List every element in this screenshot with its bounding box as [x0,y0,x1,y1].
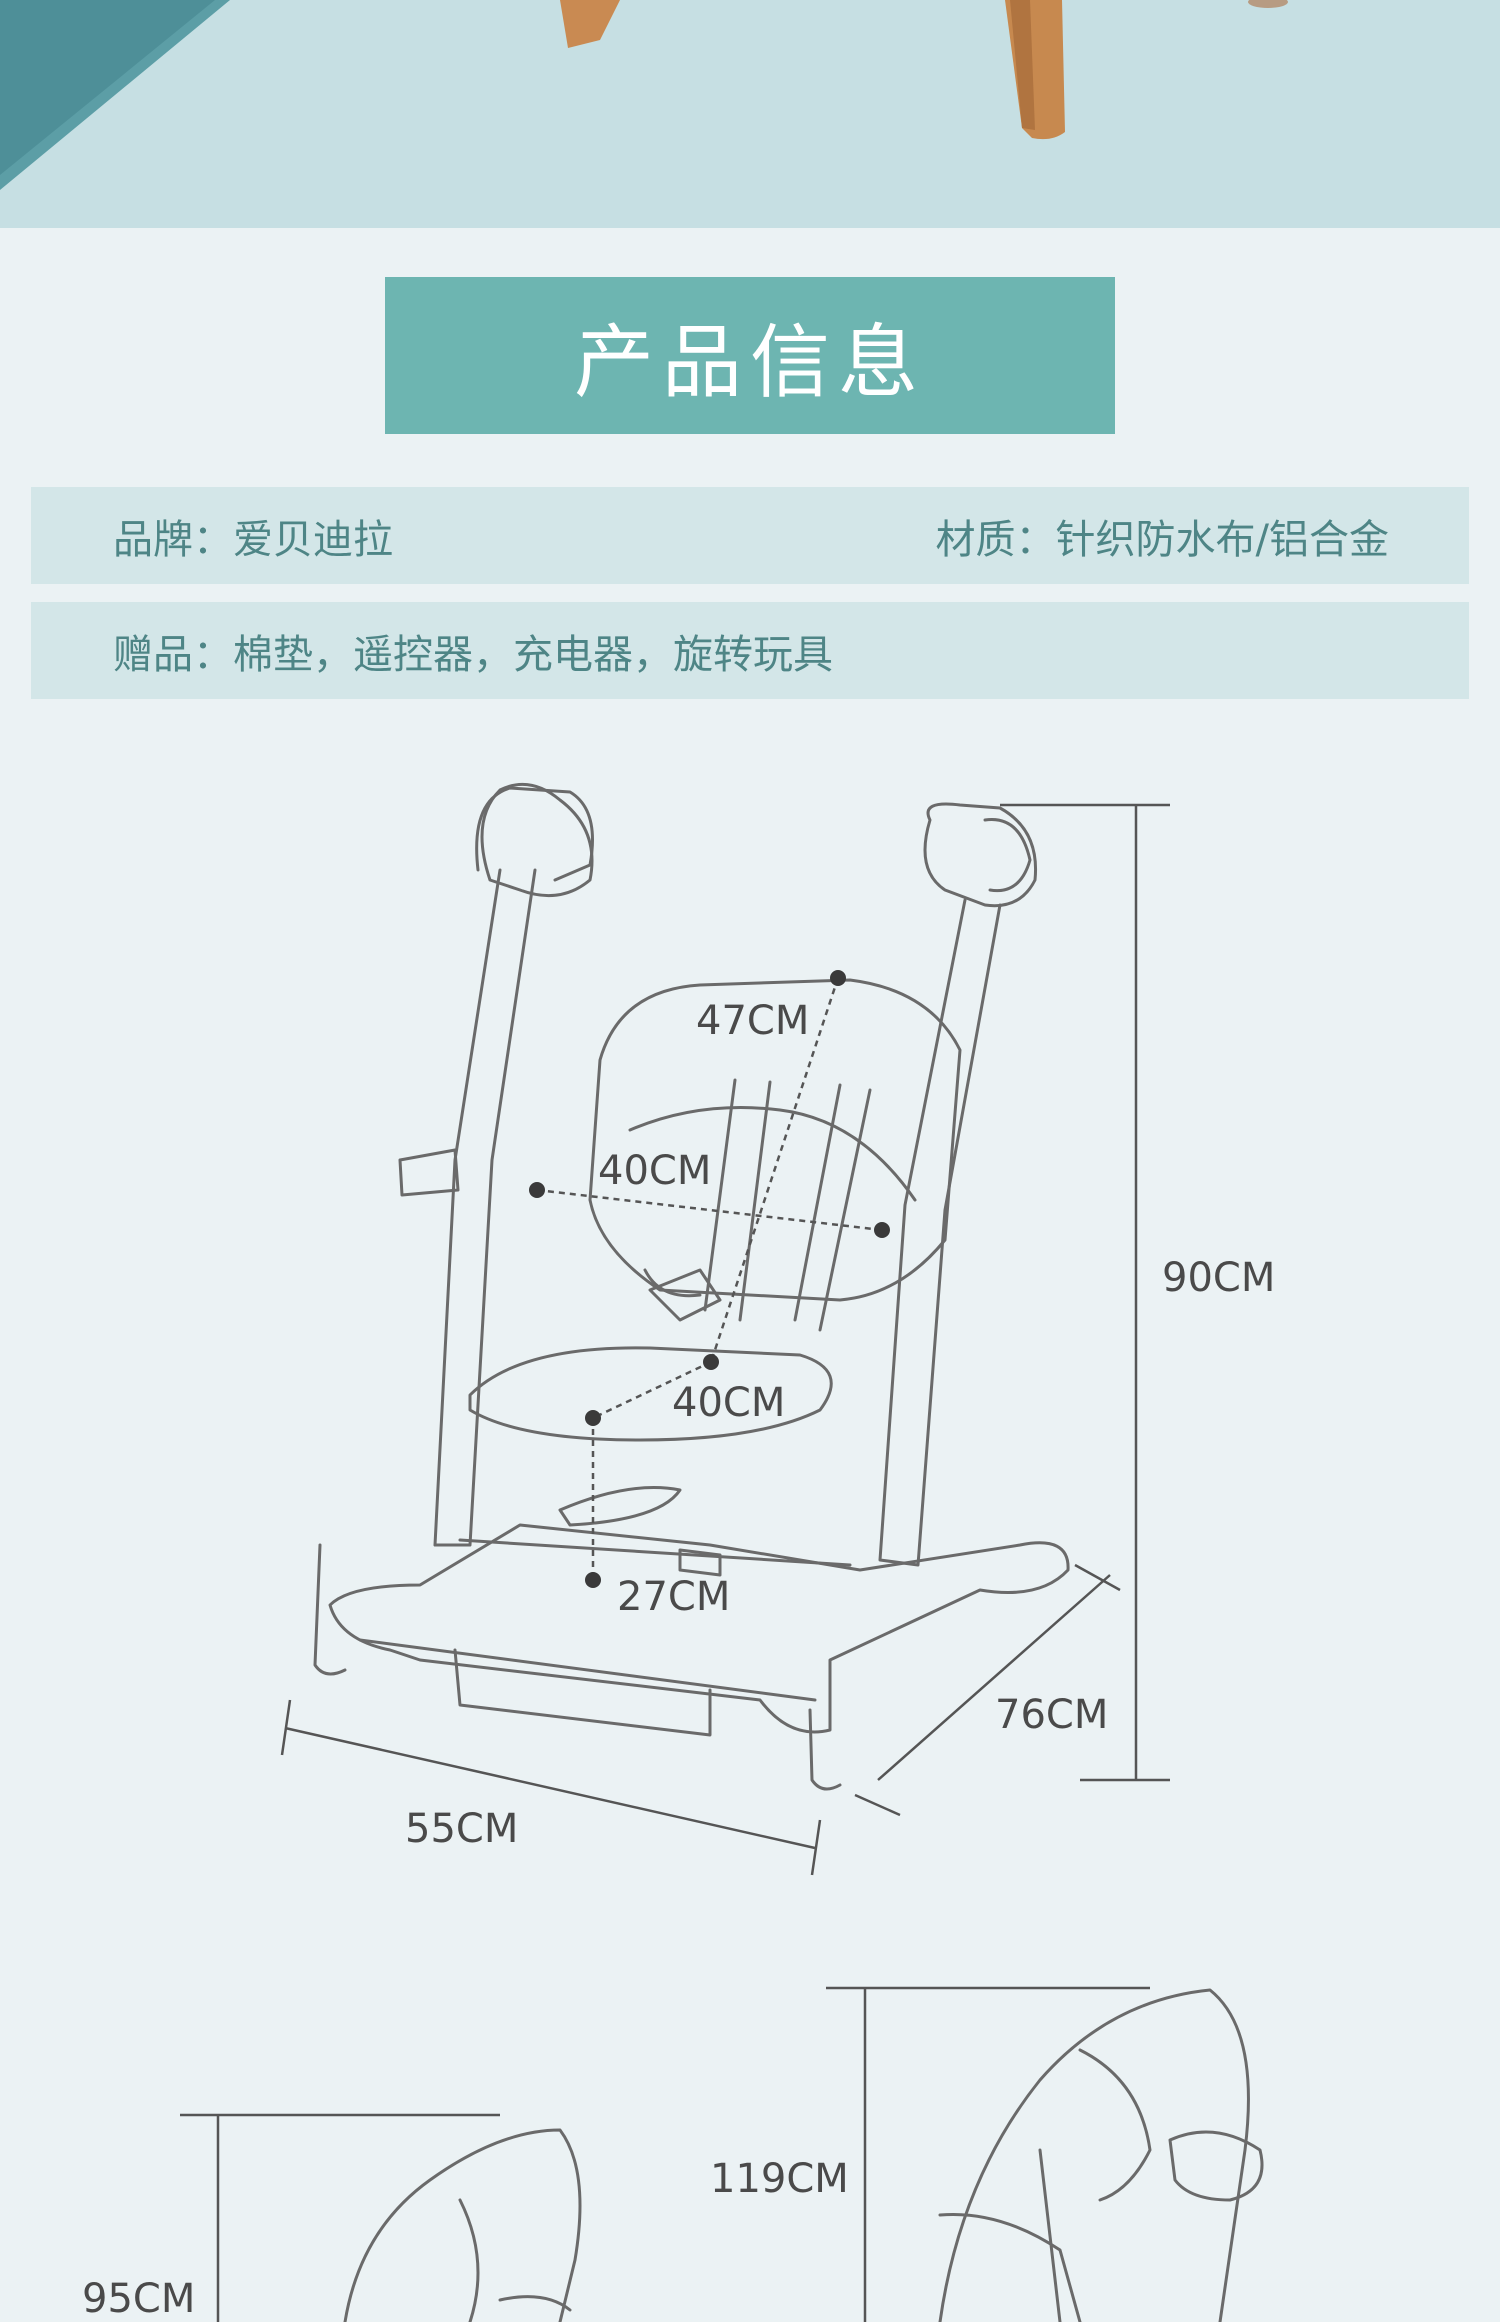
gifts-text: 赠品：棉垫，遥控器，充电器，旋转玩具 [113,631,833,678]
section-title: 产品信息 [385,277,1115,434]
info-row-brand-material: 品牌：爱贝迪拉 材质：针织防水布/铝合金 [31,487,1469,584]
height-low-label: 95CM [82,2276,196,2322]
back-width-label: 40CM [598,1148,712,1194]
total-height-label: 90CM [1162,1255,1276,1301]
right-headrest-handle [923,802,1038,908]
info-row-gifts: 赠品：棉垫，遥控器，充电器，旋转玩具 [31,602,1469,699]
seat-to-foot-label: 27CM [617,1574,731,1620]
right-post [878,898,1002,1567]
reclined-chair-low [343,2128,582,2322]
product-photo-banner [0,0,1500,228]
left-post [433,868,537,1547]
seat-pan [468,1346,833,1442]
width-label: 55CM [405,1806,519,1852]
height-high-label: 119CM [710,2156,849,2202]
left-headrest-handle [480,782,594,898]
reclined-chair-high [938,1988,1250,2322]
seat-depth-label: 40CM [672,1380,786,1426]
material-text: 材质：针织防水布/铝合金 [935,516,1389,563]
seat-back [588,978,962,1302]
back-height-label: 47CM [696,998,810,1044]
chair-legs-photo [0,0,1288,190]
brand-text: 品牌：爱贝迪拉 [113,516,393,563]
base-frame [328,1523,1070,1734]
depth-label: 76CM [995,1692,1109,1738]
